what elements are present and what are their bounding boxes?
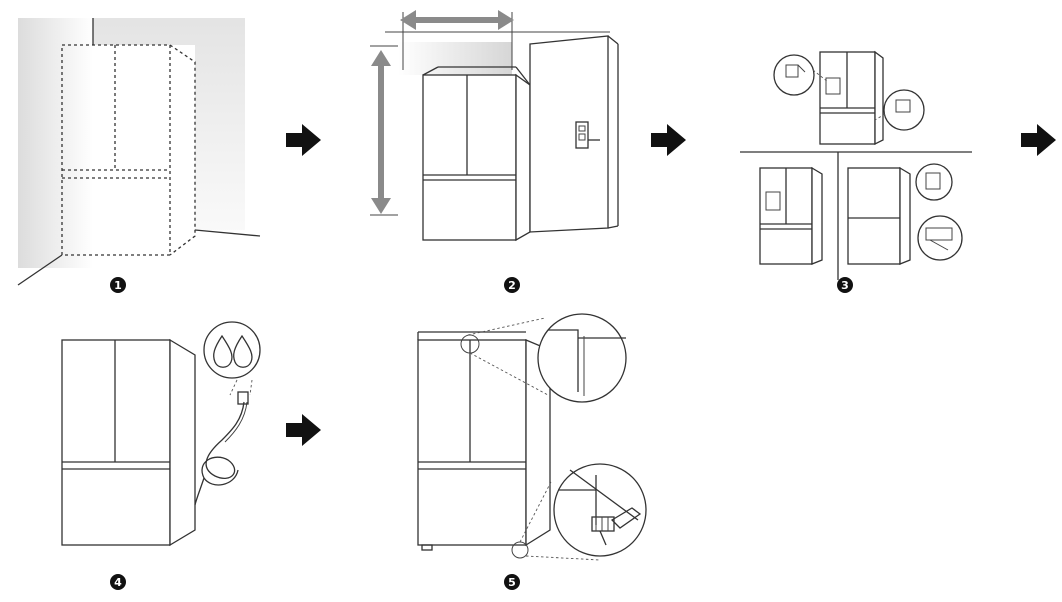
double-headed-arrow-icon xyxy=(371,50,391,214)
right-arrow-icon xyxy=(1021,124,1056,156)
double-headed-arrow-icon xyxy=(400,10,514,30)
step-2-illustration xyxy=(370,10,619,242)
svg-text:2: 2 xyxy=(508,279,516,292)
step-4-illustration xyxy=(61,321,261,547)
step-badge-4: 4 xyxy=(110,574,126,590)
step-1-illustration xyxy=(17,18,261,286)
svg-text:1: 1 xyxy=(114,279,122,292)
svg-text:3: 3 xyxy=(841,279,849,292)
svg-text:5: 5 xyxy=(508,576,516,589)
step-badge-5: 5 xyxy=(504,574,520,590)
step-5-illustration xyxy=(417,313,647,561)
svg-text:4: 4 xyxy=(114,576,122,589)
step-3-illustration xyxy=(740,50,972,280)
water-drops-icon xyxy=(213,334,253,368)
right-arrow-icon xyxy=(286,414,321,446)
step-badge-1: 1 xyxy=(110,277,126,293)
step-badge-2: 2 xyxy=(504,277,520,293)
step-badge-3: 3 xyxy=(837,277,853,293)
right-arrow-icon xyxy=(651,124,686,156)
right-arrow-icon xyxy=(286,124,321,156)
